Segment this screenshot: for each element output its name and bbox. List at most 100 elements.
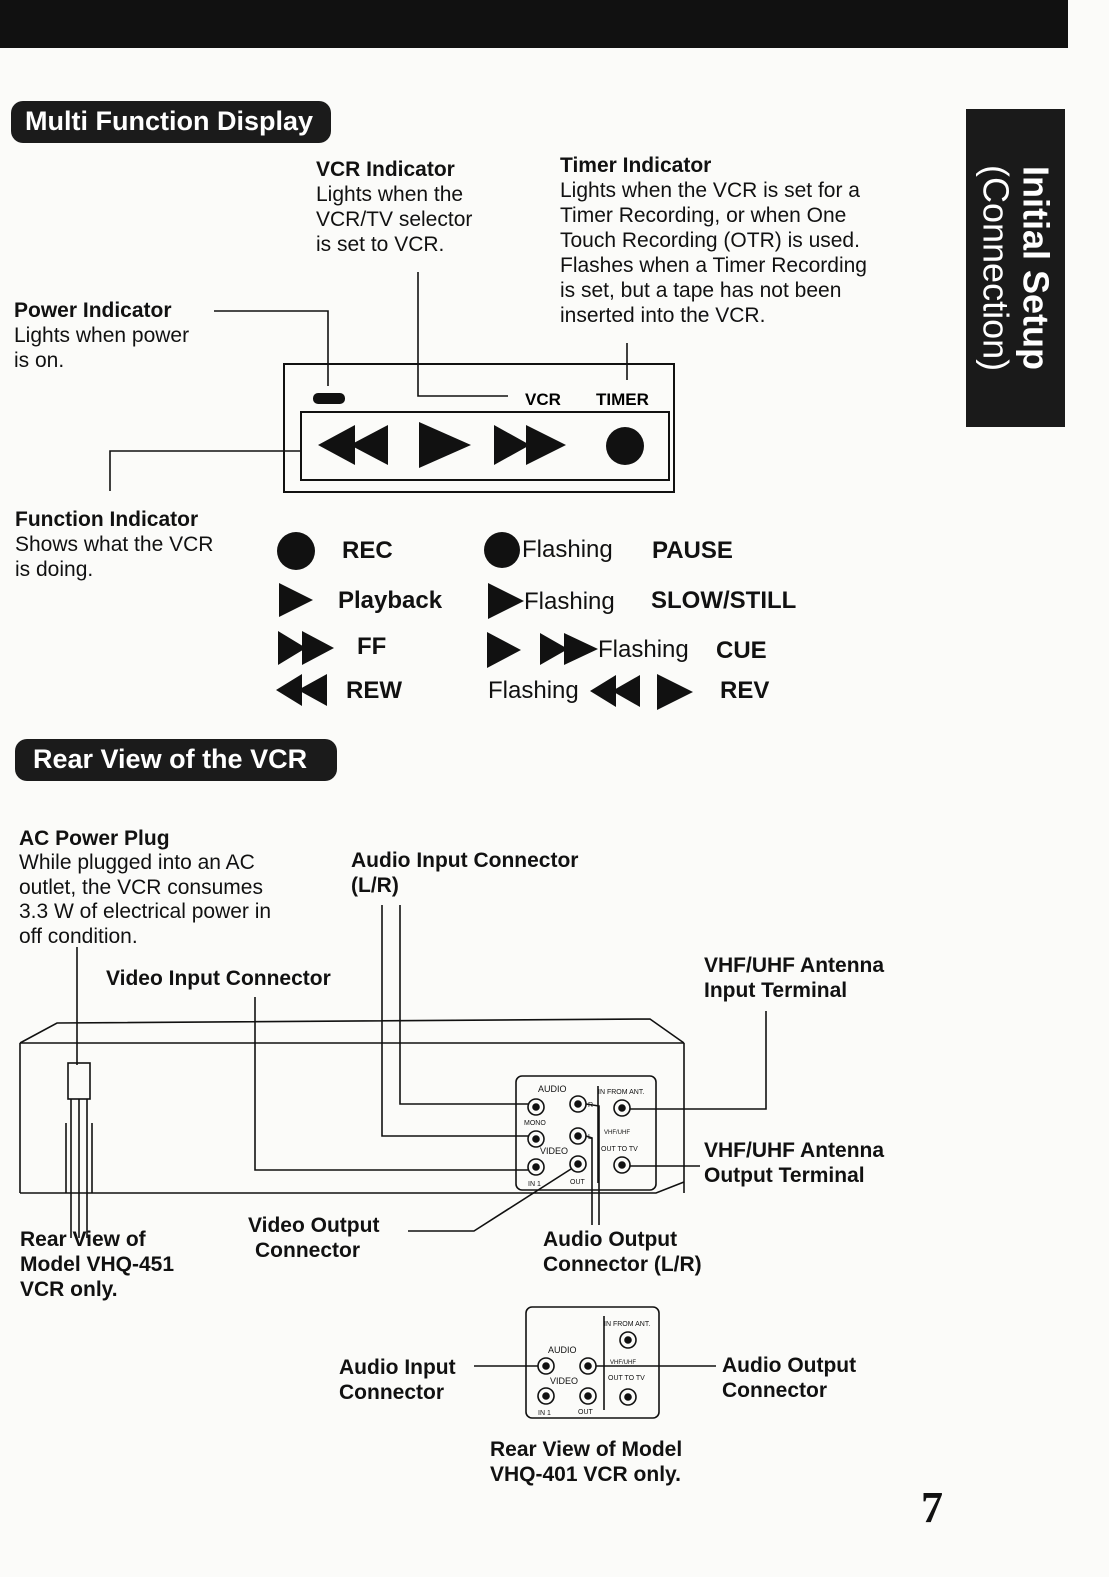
audio-input-leader-r	[399, 905, 528, 1105]
page-number: 7	[921, 1483, 943, 1532]
antenna-output-callout: VHF/UHF Antenna Output Terminal	[704, 1138, 884, 1188]
panel-l-label: L	[588, 1134, 592, 1141]
legend-flashing-4: Flashing	[488, 677, 579, 704]
panel-in-from-ant-label: IN FROM ANT.	[598, 1089, 644, 1096]
power-indicator-text: Lights when power is on.	[14, 324, 190, 372]
display-vcr-label: VCR	[525, 390, 561, 409]
model-451-caption: Rear View of Model VHQ-451 VCR only.	[20, 1227, 174, 1302]
panel-video-label: VIDEO	[540, 1146, 568, 1156]
legend-rew-icon	[276, 674, 327, 706]
legend-playback-label: Playback	[338, 587, 443, 614]
section-title-multi-function: Multi Function Display	[11, 101, 331, 143]
video-out-jack	[569, 1155, 587, 1173]
legend-pause-label: PAUSE	[652, 537, 733, 564]
terminal-panel	[515, 1075, 657, 1191]
antenna-output-line2: Output Terminal	[704, 1164, 865, 1187]
401-audio-input-callout: Audio Input Connector	[339, 1355, 456, 1405]
timer-indicator-callout: Timer Indicator Lights when the VCR is s…	[560, 153, 867, 328]
record-icon	[606, 427, 644, 465]
display-window	[300, 411, 670, 481]
audio-output-callout: Audio Output Connector (L/R)	[543, 1227, 702, 1277]
panel-mono-label: MONO	[524, 1120, 546, 1127]
antenna-input-leader	[630, 1011, 767, 1110]
power-lamp-icon	[313, 393, 345, 404]
401-audio-input-line2: Connector	[339, 1381, 444, 1404]
play-icon	[419, 422, 471, 468]
401-in-from-ant-label: IN FROM ANT.	[604, 1321, 650, 1328]
ac-power-title: AC Power Plug	[19, 827, 170, 850]
timer-indicator-text: Lights when the VCR is set for a Timer R…	[560, 179, 867, 327]
legend-rev-label: REV	[720, 677, 770, 704]
401-antenna-out-jack	[619, 1388, 637, 1406]
video-output-callout: Video Output Connector	[248, 1213, 379, 1263]
display-frame	[283, 363, 675, 493]
ac-power-callout: AC Power Plug While plugged into an AC o…	[19, 826, 271, 949]
legend-cue-play-icon	[487, 632, 521, 668]
legend-slow-still-label: SLOW/STILL	[651, 587, 797, 614]
audio-input-leader-l	[381, 905, 528, 1137]
side-tab-line1: Initial Setup	[1015, 165, 1057, 370]
legend-rec-icon	[277, 532, 315, 570]
function-leader	[109, 450, 301, 491]
side-tab: Initial Setup (Connection)	[966, 109, 1065, 427]
display-diagram: VCR TIMER	[109, 272, 675, 493]
legend-icons	[276, 532, 693, 710]
video-in-jack	[527, 1158, 545, 1176]
401-in1-label: IN 1	[538, 1410, 551, 1417]
cabinet-bottom	[20, 1181, 685, 1194]
antenna-output-line1: VHF/UHF Antenna	[704, 1139, 885, 1162]
panel-out-label: OUT	[570, 1179, 586, 1186]
power-cord-plug	[67, 1062, 91, 1100]
panel-audio-label: AUDIO	[538, 1084, 567, 1094]
power-indicator-callout: Power Indicator Lights when power is on.	[14, 298, 189, 373]
antenna-in-jack	[613, 1099, 631, 1117]
legend-flashing-1: Flashing	[522, 536, 613, 563]
401-video-in-jack	[537, 1387, 555, 1405]
timer-indicator-title: Timer Indicator	[560, 154, 712, 177]
vcr-indicator-title: VCR Indicator	[316, 158, 455, 181]
401-video-label: VIDEO	[550, 1376, 578, 1386]
401-antenna-in-jack	[619, 1331, 637, 1349]
video-output-line1: Video Output	[248, 1214, 380, 1237]
audio-output-leader-r	[585, 1103, 600, 1225]
legend-rew-label: REW	[346, 677, 402, 704]
audio-input-callout: Audio Input Connector (L/R)	[351, 848, 578, 898]
audio-in-l-jack	[527, 1130, 545, 1148]
top-bar	[0, 0, 1068, 48]
video-input-leader	[254, 997, 528, 1171]
legend-cue-ff-icon	[540, 633, 598, 665]
video-output-line2: Connector	[255, 1239, 360, 1262]
side-tab-line2: (Connection)	[975, 164, 1017, 372]
audio-input-line2: (L/R)	[351, 874, 399, 897]
model-451-line2: Model VHQ-451	[20, 1253, 175, 1276]
401-vhf-uhf-label: VHF/UHF	[610, 1360, 636, 1366]
function-indicator-callout: Function Indicator Shows what the VCR is…	[15, 507, 213, 582]
401-audio-input-line1: Audio Input	[339, 1356, 456, 1379]
model-451-line3: VCR only.	[20, 1278, 118, 1301]
panel-vhf-uhf-label: VHF/UHF	[604, 1130, 630, 1136]
power-indicator-title: Power Indicator	[14, 299, 172, 322]
401-audio-label: AUDIO	[548, 1345, 577, 1355]
video-input-label: Video Input Connector	[106, 967, 331, 990]
ff-icon	[494, 425, 566, 465]
vcr-leader	[417, 272, 508, 397]
legend-ff-icon	[278, 631, 334, 665]
audio-output-leader-l	[585, 1135, 593, 1225]
legend-ff-label: FF	[357, 633, 387, 660]
antenna-input-callout: VHF/UHF Antenna Input Terminal	[704, 953, 884, 1003]
legend-flashing-3: Flashing	[598, 636, 689, 663]
function-indicator-title: Function Indicator	[15, 508, 199, 531]
legend-rev-rew-icon	[590, 675, 640, 707]
antenna-input-line2: Input Terminal	[704, 979, 848, 1002]
401-audio-output-line2: Connector	[722, 1379, 827, 1402]
panel-401	[525, 1306, 660, 1419]
panel-r-label: R	[588, 1102, 593, 1109]
model-451-line1: Rear View of	[20, 1228, 146, 1251]
video-output-leader	[408, 1168, 572, 1232]
panel-out-to-tv-label: OUT TO TV	[601, 1146, 638, 1153]
401-video-out-jack	[579, 1387, 597, 1405]
display-timer-label: TIMER	[596, 390, 649, 409]
401-out-label: OUT	[578, 1409, 594, 1416]
cabinet-top	[19, 1018, 685, 1044]
